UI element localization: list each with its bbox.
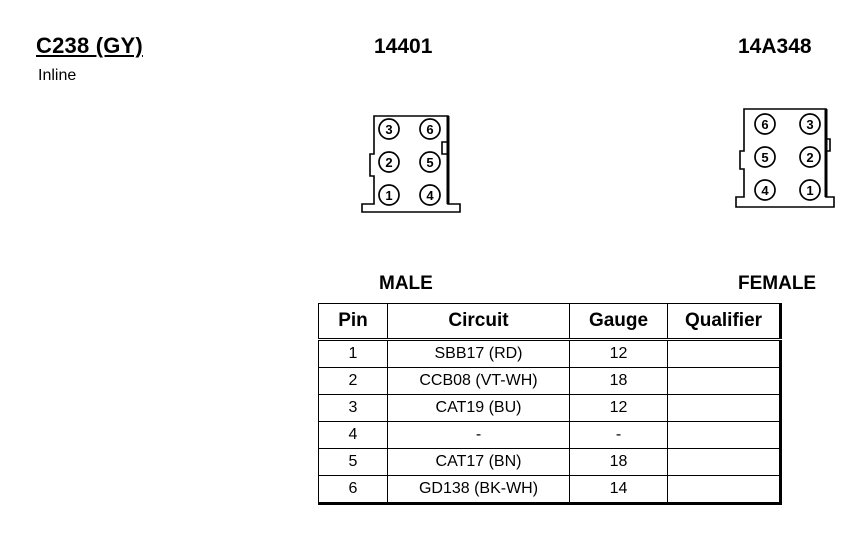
male-pin-3: 3: [378, 118, 400, 140]
cell-gauge: 14: [569, 475, 668, 505]
cell-qualifier: [667, 394, 782, 422]
male-label: MALE: [379, 273, 433, 294]
female-pin-number: 2: [806, 150, 813, 165]
connector-location: Inline: [38, 67, 77, 84]
table-row: 5 CAT17 (BN) 18: [318, 448, 782, 476]
male-pin-4: 4: [419, 184, 441, 206]
cell-qualifier: [667, 448, 782, 476]
male-pin-number: 3: [385, 122, 392, 137]
male-pin-cavity: [419, 151, 441, 173]
cell-pin: 5: [318, 448, 388, 476]
male-pin-number: 6: [426, 122, 433, 137]
male-pin-number: 2: [385, 155, 392, 170]
cell-gauge: 12: [569, 394, 668, 422]
female-pin-2: 2: [799, 146, 821, 168]
male-pin-cavity: [378, 118, 400, 140]
table-row: 6 GD138 (BK-WH) 14: [318, 475, 782, 505]
cell-gauge: -: [569, 421, 668, 449]
female-pin-cavity: [754, 113, 776, 135]
cell-qualifier: [667, 339, 782, 368]
female-pin-number: 3: [806, 117, 813, 132]
table-header-row: Pin Circuit Gauge Qualifier: [318, 303, 782, 341]
male-pin-number: 4: [426, 188, 434, 203]
cell-pin: 6: [318, 475, 388, 505]
male-pin-2: 2: [378, 151, 400, 173]
female-pin-number: 6: [761, 117, 768, 132]
pinout-table: Pin Circuit Gauge Qualifier 1 SBB17 (RD)…: [318, 303, 782, 505]
female-pin-cavity: [799, 113, 821, 135]
cell-pin: 2: [318, 367, 388, 395]
male-pin-cavity: [419, 184, 441, 206]
female-pin-3: 3: [799, 113, 821, 135]
male-part-number: 14401: [374, 35, 433, 58]
male-connector-diagram: 3 6 2 5 1 4: [361, 115, 461, 213]
header-pin: Pin: [318, 303, 388, 341]
female-part-number: 14A348: [738, 35, 812, 58]
header-gauge: Gauge: [569, 303, 668, 341]
female-pin-5: 5: [754, 146, 776, 168]
header-qualifier: Qualifier: [667, 303, 782, 341]
cell-qualifier: [667, 421, 782, 449]
cell-pin: 1: [318, 339, 388, 368]
female-pin-cavity: [754, 179, 776, 201]
cell-circuit: CAT19 (BU): [387, 394, 570, 422]
cell-pin: 4: [318, 421, 388, 449]
cell-circuit: CAT17 (BN): [387, 448, 570, 476]
table-row: 2 CCB08 (VT-WH) 18: [318, 367, 782, 395]
female-label: FEMALE: [738, 273, 817, 294]
cell-circuit: SBB17 (RD): [387, 339, 570, 368]
connector-title: C238 (GY): [36, 33, 143, 58]
female-connector-diagram: 6 3 5 2 4 1: [735, 108, 835, 208]
male-pin-number: 5: [426, 155, 433, 170]
female-pin-cavity: [799, 146, 821, 168]
table-row: 3 CAT19 (BU) 12: [318, 394, 782, 422]
cell-circuit: CCB08 (VT-WH): [387, 367, 570, 395]
cell-gauge: 12: [569, 339, 668, 368]
female-pin-number: 4: [761, 183, 769, 198]
female-pin-number: 1: [806, 183, 813, 198]
male-pin-6: 6: [419, 118, 441, 140]
male-pin-number: 1: [385, 188, 392, 203]
female-pin-number: 5: [761, 150, 768, 165]
table-row: 4 - -: [318, 421, 782, 449]
header-circuit: Circuit: [387, 303, 570, 341]
cell-gauge: 18: [569, 448, 668, 476]
female-pin-1: 1: [799, 179, 821, 201]
cell-pin: 3: [318, 394, 388, 422]
table-row: 1 SBB17 (RD) 12: [318, 339, 782, 368]
female-pin-cavity: [754, 146, 776, 168]
male-pin-1: 1: [378, 184, 400, 206]
male-pin-cavity: [419, 118, 441, 140]
female-pin-6: 6: [754, 113, 776, 135]
male-pin-cavity: [378, 184, 400, 206]
male-pin-cavity: [378, 151, 400, 173]
cell-gauge: 18: [569, 367, 668, 395]
male-pin-5: 5: [419, 151, 441, 173]
cell-circuit: GD138 (BK-WH): [387, 475, 570, 505]
cell-circuit: -: [387, 421, 570, 449]
female-pin-4: 4: [754, 179, 776, 201]
female-pin-cavity: [799, 179, 821, 201]
cell-qualifier: [667, 475, 782, 505]
cell-qualifier: [667, 367, 782, 395]
